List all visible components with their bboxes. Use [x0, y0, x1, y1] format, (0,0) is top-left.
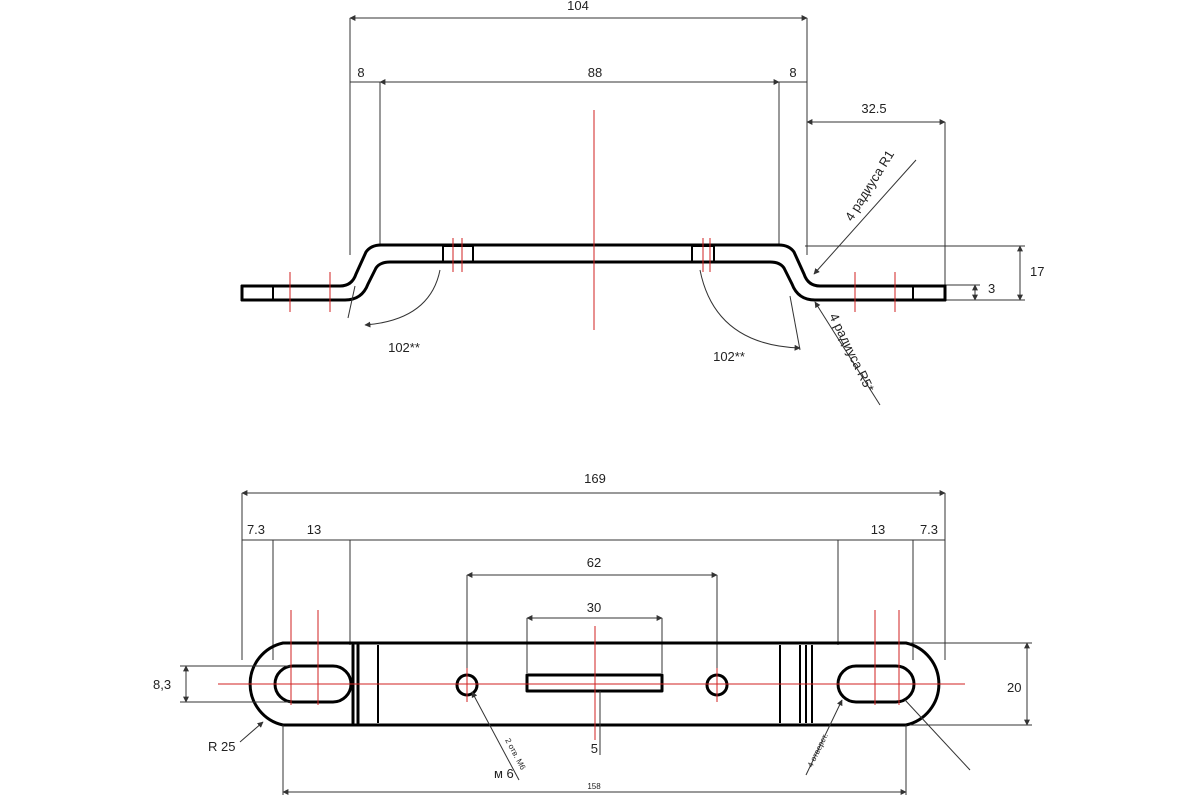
dimension-slot-height: 8,3 [153, 665, 290, 703]
dimension-label: 169 [584, 471, 606, 486]
dimension-width: 20 [910, 642, 1032, 726]
side-view: 104 8 88 8 32.5 17 3 [240, 0, 1044, 406]
dimension-label: 88 [588, 65, 602, 80]
leader-radius-r1: 4 радиуса R1 [813, 147, 917, 275]
dimension-middle-span: 8 88 8 [350, 65, 807, 245]
leader-thread: 2 отв. М6 м 6 [471, 691, 528, 781]
dimension-label: 104 [567, 0, 589, 13]
bracket-profile [240, 243, 947, 302]
dimension-label: 8,3 [153, 677, 171, 692]
dimension-thickness: 3 [945, 281, 995, 301]
dimension-label: 32.5 [861, 101, 886, 116]
dimension-overall-length: 169 [241, 471, 946, 660]
dimension-label: 8 [789, 65, 796, 80]
dimension-slot-width: 5 [591, 691, 601, 756]
dimension-flange-length: 32.5 [806, 101, 946, 290]
dimension-label: 17 [1030, 264, 1044, 279]
centerlines [218, 610, 965, 740]
angle-left: 102** [347, 269, 441, 355]
angle-label: 102** [713, 349, 745, 364]
dimension-hole-spacing: 62 [466, 555, 718, 680]
note-label: R 25 [208, 739, 235, 754]
note-label: 4 радиуса R5* [826, 311, 877, 394]
leader-holes-right: 4 отверст. [805, 699, 971, 776]
note-label: м 6 [494, 766, 514, 781]
dimension-label: 7.3 [920, 522, 938, 537]
dimension-label: 7.3 [247, 522, 265, 537]
plan-view: 169 7.3 13 13 7.3 62 30 [153, 471, 1032, 795]
dimension-label: 13 [871, 522, 885, 537]
leader-end-radius: R 25 [208, 721, 264, 754]
angle-label: 102** [388, 340, 420, 355]
leader-radius-r5: 4 радиуса R5* [814, 301, 881, 406]
dimension-bottom: 158 [282, 725, 907, 795]
centerlines [289, 110, 896, 330]
dimension-label: 5 [591, 741, 598, 756]
dimension-label: 62 [587, 555, 601, 570]
dimension-label: 3 [988, 281, 995, 296]
dimension-end-offsets: 7.3 13 13 7.3 [242, 522, 945, 660]
dimension-label: 20 [1007, 680, 1021, 695]
dimension-label: 13 [307, 522, 321, 537]
note-label: 4 отверст. [806, 732, 830, 769]
dimension-overall-length: 104 [349, 0, 808, 255]
dimension-slot-length: 30 [526, 600, 663, 673]
dimension-label: 158 [587, 782, 601, 791]
angle-right: 102** [699, 269, 801, 364]
dimension-label: 8 [357, 65, 364, 80]
dimension-height: 17 [805, 245, 1044, 301]
dimension-label: 30 [587, 600, 601, 615]
